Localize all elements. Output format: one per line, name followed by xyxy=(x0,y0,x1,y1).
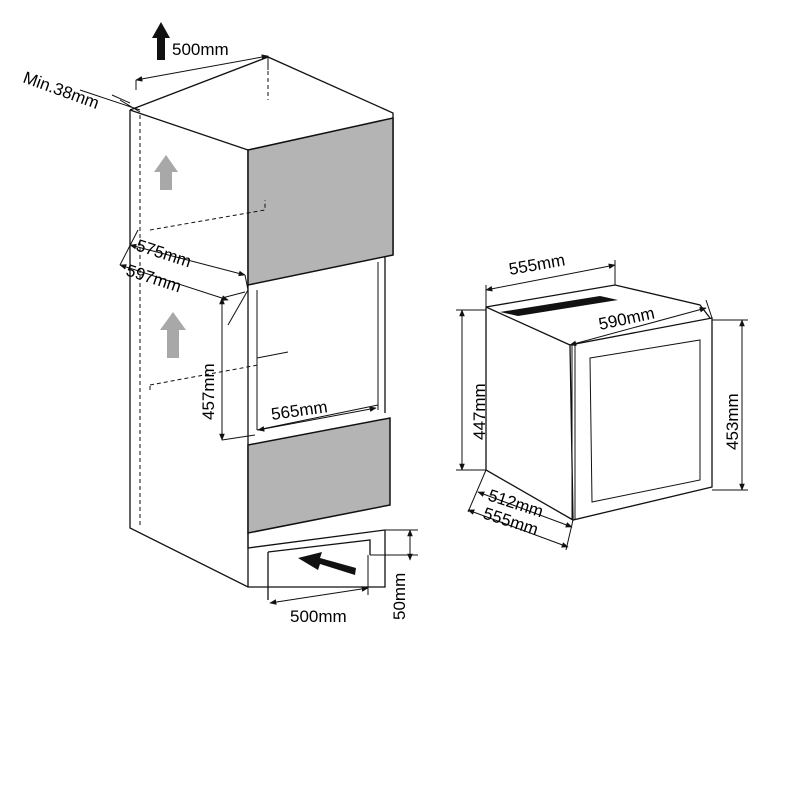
appliance-drawing: 555mm 590mm 447mm 453mm 512mm 555mm xyxy=(456,250,748,551)
dim-width-top: 555mm xyxy=(507,250,566,279)
upper-appliance-panel xyxy=(247,117,394,286)
lower-appliance-panel xyxy=(247,417,391,534)
niche-interior xyxy=(256,262,379,431)
door-hinge-edge xyxy=(571,345,576,520)
airflow-up-arrow-2 xyxy=(160,312,186,358)
top-vent xyxy=(500,296,618,316)
door-glass xyxy=(589,339,701,503)
inlet-arrow xyxy=(298,552,356,575)
niche-hidden xyxy=(149,200,266,390)
cabinet-drawing: 500mm Min.38mm 575mm 597mm 457mm 565mm 5… xyxy=(21,22,418,626)
dim-niche-width: 565mm xyxy=(270,397,329,424)
airflow-up-arrow-1 xyxy=(154,155,178,190)
exhaust-up-arrow xyxy=(152,22,170,60)
dim-top-depth: 500mm xyxy=(172,40,229,59)
dim-body-height: 447mm xyxy=(470,383,489,440)
dim-min-gap: Min.38mm xyxy=(21,68,102,113)
dim-bottom-vent-depth: 500mm xyxy=(290,607,347,626)
dim-niche-height: 457mm xyxy=(199,363,218,420)
dim-total-height: 453mm xyxy=(723,393,742,450)
plinth-opening xyxy=(247,529,386,600)
dim-bottom-vent-height: 50mm xyxy=(390,573,409,620)
